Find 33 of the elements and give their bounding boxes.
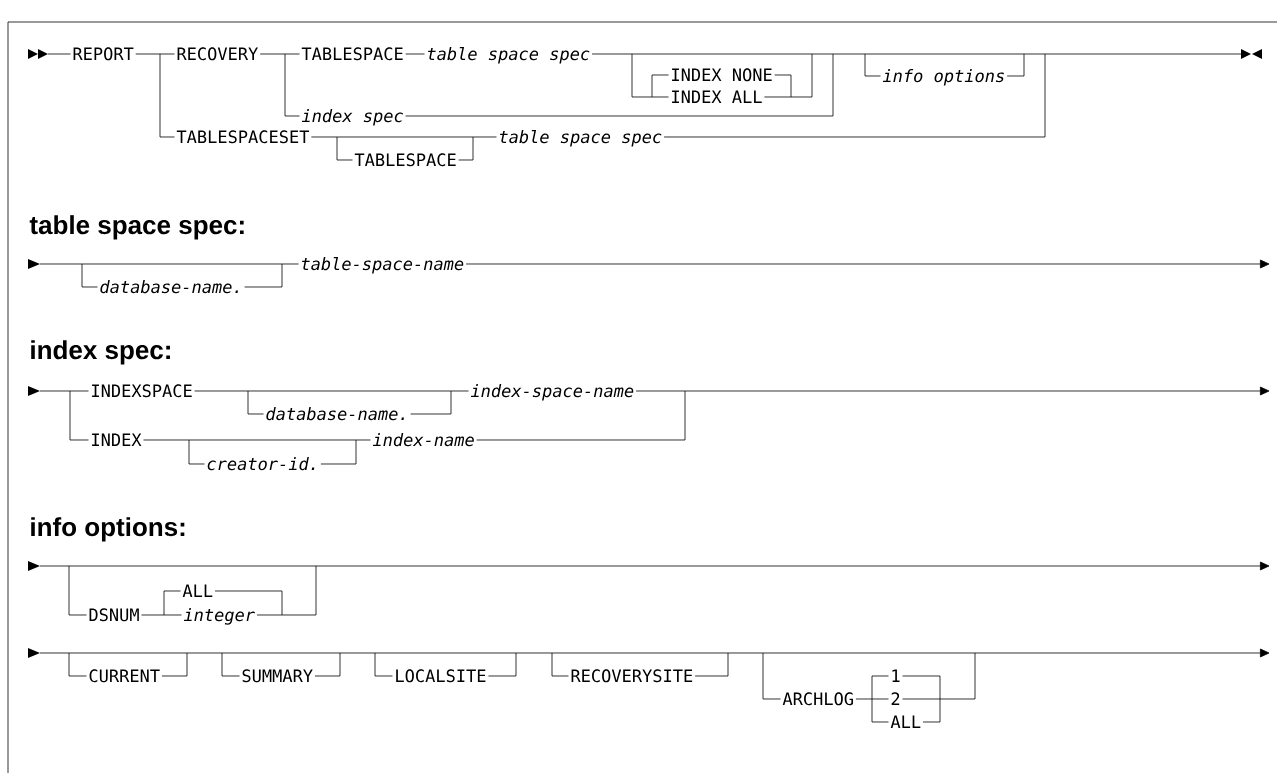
syntax-keyword: REPORT	[73, 47, 134, 61]
syntax-keyword: TABLESPACE	[301, 47, 403, 61]
syntax-keyword: DSNUM	[89, 608, 139, 622]
syntax-keyword: CURRENT	[89, 669, 160, 683]
syntax-keyword: LOCALSITE	[396, 669, 486, 683]
section-heading: table space spec:	[29, 215, 244, 240]
section-heading: info options:	[31, 517, 185, 542]
syntax-keyword: ALL	[890, 715, 921, 728]
syntax-variable: database-name.	[266, 407, 404, 421]
syntax-keyword: ARCHLOG	[782, 692, 853, 706]
section-heading: index spec:	[31, 340, 170, 365]
syntax-keyword: INDEXSPACE	[92, 384, 192, 398]
syntax-keyword: INDEX NONE	[672, 68, 772, 82]
syntax-variable: info options	[882, 69, 1004, 86]
syntax-variable: table-space-name	[302, 257, 464, 274]
syntax-variable: table space spec	[428, 47, 590, 64]
syntax-keyword: 2	[891, 692, 900, 705]
syntax-keyword: TABLESPACESET	[176, 130, 310, 144]
syntax-keyword: RECOVERYSITE	[571, 669, 693, 683]
syntax-variable: table space spec	[500, 130, 662, 147]
syntax-keyword: SUMMARY	[242, 669, 313, 683]
syntax-keyword: TABLESPACE	[354, 153, 456, 167]
syntax-keyword: ALL	[182, 584, 213, 597]
syntax-keyword: INDEX ALL	[672, 90, 762, 103]
syntax-variable: integer	[183, 608, 255, 625]
syntax-keyword: RECOVERY	[177, 47, 258, 61]
syntax-variable: creator-id.	[207, 457, 315, 471]
syntax-keyword: 1	[892, 669, 900, 682]
syntax-variable: index-space-name	[470, 384, 634, 401]
syntax-variable: index spec	[301, 109, 403, 126]
syntax-variable: database-name.	[100, 280, 238, 294]
syntax-keyword: INDEX	[92, 433, 142, 446]
syntax-variable: index-name	[372, 433, 474, 447]
